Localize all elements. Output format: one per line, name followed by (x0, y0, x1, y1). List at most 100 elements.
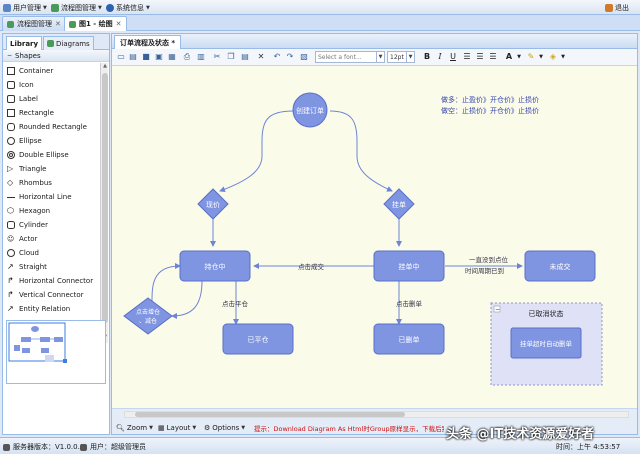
canvas-horizontal-scrollbar[interactable] (124, 411, 629, 418)
tab-diagrams[interactable]: Diagrams (43, 36, 94, 50)
layout-icon: ▦ (158, 423, 165, 432)
open-icon[interactable]: ▤ (129, 52, 137, 61)
tab-order-flow[interactable]: 订单流程及状态 * (114, 35, 182, 49)
shape-item-triangle[interactable]: ▷Triangle (7, 162, 99, 176)
note-long-rule: 做多：止盈价》开仓价》止损价 (441, 95, 539, 104)
node-pending[interactable]: 挂单中 (373, 250, 445, 282)
shape-item-straight[interactable]: ↗Straight (7, 260, 99, 274)
shape-label: Container (19, 67, 54, 75)
close-icon[interactable]: ✕ (115, 20, 122, 28)
save-as-icon[interactable]: ▣ (155, 52, 163, 61)
horizontal-connector-icon: ↱ (7, 276, 14, 285)
paste-icon[interactable]: ▤ (241, 52, 249, 61)
menu-flowchart-management[interactable]: 流程图管理 ▼ (51, 2, 102, 13)
fill-color-icon[interactable]: ◈ (549, 52, 557, 61)
node-unfilled[interactable]: 未成交 (524, 250, 596, 282)
edge-create-to-limit[interactable] (329, 110, 393, 192)
document-tabbar: 流程图管理 ✕ 图1 - 绘图 ✕ (0, 15, 640, 31)
export-icon[interactable]: ▦ (168, 52, 176, 61)
close-icon[interactable]: ✕ (55, 20, 61, 28)
node-deleted[interactable]: 已删单 (373, 323, 445, 355)
edge-holding-to-adjust[interactable] (171, 280, 203, 319)
align-right-icon[interactable]: ☰ (489, 52, 497, 61)
logout-label: 退出 (615, 3, 629, 12)
bold-button[interactable]: B (423, 52, 431, 61)
shape-item-cloud[interactable]: Cloud (7, 246, 99, 260)
font-select[interactable]: Select a font... ▼ (315, 51, 385, 63)
cut-icon[interactable]: ✂ (213, 52, 221, 61)
edge-create-to-market[interactable] (219, 110, 294, 193)
tab-flowchart-management[interactable]: 流程图管理 ✕ (2, 16, 66, 31)
line-color-icon[interactable]: ✎ (527, 52, 535, 61)
node-label: 、减仓 (139, 317, 157, 325)
redo-icon[interactable]: ↷ (286, 52, 294, 61)
layout-button[interactable]: ▦ Layout ▼ (158, 422, 196, 433)
menu-system-info[interactable]: 系统信息 ▼ (106, 2, 150, 13)
tab-drawing[interactable]: 图1 - 绘图 ✕ (64, 16, 127, 31)
actor-icon: ☺ (7, 235, 15, 243)
outline-minimap[interactable] (6, 320, 106, 384)
shape-item-icon[interactable]: Icon (7, 78, 99, 92)
font-size-select[interactable]: 12pt ▼ (387, 51, 415, 63)
shape-item-horizontal-connector[interactable]: ↱Horizontal Connector (7, 274, 99, 288)
print-preview-icon[interactable]: ▥ (197, 52, 205, 61)
shape-item-double-ellipse[interactable]: Double Ellipse (7, 148, 99, 162)
options-button[interactable]: ⚙ Options ▼ (204, 422, 245, 433)
edge-adjust-to-holding[interactable] (151, 263, 181, 303)
tab-library[interactable]: Library (6, 36, 43, 50)
node-auto-delete[interactable]: 挂单超时自动删单 (510, 327, 582, 359)
italic-button[interactable]: I (438, 52, 442, 61)
logout-button[interactable]: 退出 (605, 2, 629, 13)
group-cancelled-states[interactable]: − 已取消状态 挂单超时自动删单 (490, 302, 603, 386)
shapes-section-header[interactable]: − Shapes (3, 50, 109, 62)
menu-user-management[interactable]: 用户管理 ▼ (3, 2, 47, 13)
collapse-icon[interactable]: − (495, 307, 500, 314)
shape-item-cylinder[interactable]: Cylinder (7, 218, 99, 232)
collapse-icon: − (7, 52, 13, 59)
node-create-order[interactable]: 创建订单 (292, 92, 328, 128)
node-closed[interactable]: 已平仓 (222, 323, 294, 355)
shape-item-rectangle[interactable]: Rectangle (7, 106, 99, 120)
layout-label: Layout (166, 423, 191, 432)
underline-button[interactable]: U (450, 52, 456, 61)
scroll-up-icon[interactable]: ▲ (103, 63, 107, 69)
clock-text: 时间：上午 4:53:57 (556, 443, 621, 451)
shape-item-ellipse[interactable]: Ellipse (7, 134, 99, 148)
shape-item-hexagon[interactable]: ⬡Hexagon (7, 204, 99, 218)
shape-item-rounded-rectangle[interactable]: Rounded Rectangle (7, 120, 99, 134)
zoom-button[interactable]: 🔍︎ Zoom ▼ (116, 422, 153, 433)
node-limit-order[interactable]: 挂单 (383, 188, 415, 220)
options-label: Options (212, 423, 240, 432)
copy-icon[interactable]: ❐ (227, 52, 235, 61)
diagram-canvas[interactable]: 点击成交 点击平仓 点击删单 一直没到点位 时间周期已到 创建订单 现价 挂单 … (112, 66, 637, 408)
chevron-down-icon[interactable]: ▼ (561, 54, 565, 60)
scrollbar-thumb[interactable] (135, 412, 405, 417)
align-left-icon[interactable]: ☰ (463, 52, 471, 61)
shape-item-entity-relation[interactable]: ↗Entity Relation (7, 302, 99, 316)
status-bar: 服务器版本：V1.0.0.0 用户：超级管理员 时间：上午 4:53:57 (0, 437, 640, 454)
node-market-price[interactable]: 现价 (197, 188, 229, 220)
shape-item-label[interactable]: Label (7, 92, 99, 106)
save-icon[interactable]: ■ (142, 52, 150, 61)
shape-list-scrollbar[interactable]: ▲ ▼ (100, 63, 108, 343)
undo-icon[interactable]: ↶ (273, 52, 281, 61)
shape-item-vertical-connector[interactable]: ↱Vertical Connector (7, 288, 99, 302)
new-icon[interactable]: ▭ (117, 52, 125, 61)
align-center-icon[interactable]: ☰ (476, 52, 484, 61)
shape-item-rhombus[interactable]: ◇Rhombus (7, 176, 99, 190)
shape-item-horizontal-line[interactable]: Horizontal Line (7, 190, 99, 204)
format-icon[interactable]: ▧ (300, 52, 308, 61)
node-label: 未成交 (550, 262, 571, 271)
node-adjust-position[interactable]: 点击增仓 、减仓 (123, 297, 173, 335)
shape-label: Entity Relation (19, 305, 71, 313)
print-icon[interactable]: ⎙ (183, 52, 191, 61)
straight-connector-icon: ↗ (7, 262, 14, 271)
shape-item-container[interactable]: Container (7, 64, 99, 78)
chevron-down-icon[interactable]: ▼ (517, 54, 521, 60)
delete-icon[interactable]: ✕ (257, 52, 265, 61)
shape-item-actor[interactable]: ☺Actor (7, 232, 99, 246)
node-holding[interactable]: 持仓中 (179, 250, 251, 282)
scrollbar-thumb[interactable] (102, 73, 108, 323)
chevron-down-icon[interactable]: ▼ (539, 54, 543, 60)
font-color-icon[interactable]: A (505, 52, 513, 61)
